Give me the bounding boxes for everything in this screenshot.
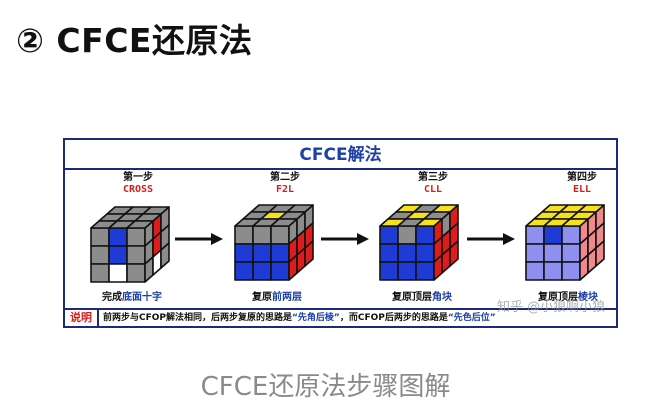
step-3-name: 第三步 bbox=[418, 172, 448, 183]
step-3-caption: 复原顶层角块 bbox=[352, 288, 492, 303]
diagram-title: CFCE解法 bbox=[65, 140, 616, 170]
step-3-caption-plain: 复原顶层 bbox=[392, 292, 432, 303]
step-2-caption-highlight: 前两层 bbox=[272, 292, 302, 303]
step-1-caption-plain: 完成 bbox=[102, 292, 122, 303]
step-3-label: 第三步 CLL bbox=[378, 172, 488, 196]
note-text-2: ，而CFOP后两步的思路是 bbox=[339, 313, 448, 323]
step-4-caption: 复原顶层棱块 bbox=[498, 288, 638, 303]
arrow-right-icon bbox=[175, 233, 223, 245]
arrow-right-icon bbox=[321, 233, 369, 245]
arrow-right-icon bbox=[467, 233, 515, 245]
step-2-label: 第二步 F2L bbox=[230, 172, 340, 196]
cube-ell bbox=[525, 204, 605, 281]
note-highlight-2: “先色后位” bbox=[447, 313, 496, 323]
footer-caption: CFCE还原法步骤图解 bbox=[200, 372, 451, 402]
cube-cll bbox=[379, 204, 459, 281]
step-1-caption-highlight: 底面十字 bbox=[122, 292, 162, 303]
step-1-method: CROSS bbox=[122, 184, 154, 195]
note-text-1: 前两步与CFOP解法相同，后两步复原的思路是 bbox=[103, 313, 293, 323]
step-1-caption: 完成底面十字 bbox=[62, 288, 202, 303]
cube-f2l bbox=[234, 204, 314, 281]
step-4-method: ELL bbox=[572, 184, 592, 195]
note-bar: 说明前两步与CFOP解法相同，后两步复原的思路是“先角后棱”，而CFOP后两步的… bbox=[65, 308, 616, 326]
step-4-caption-highlight: 棱块 bbox=[578, 292, 598, 303]
step-2-caption-plain: 复原 bbox=[252, 292, 272, 303]
step-4-label: 第四步 ELL bbox=[527, 172, 637, 196]
step-1-label: 第一步 CROSS bbox=[83, 172, 193, 196]
step-3-caption-highlight: 角块 bbox=[432, 292, 452, 303]
cfce-diagram-card: CFCE解法 第一步 CROSS 第二步 F2L 第三步 CLL 第四步 ELL… bbox=[63, 138, 618, 328]
step-4-name: 第四步 bbox=[567, 172, 597, 183]
step-1-name: 第一步 bbox=[123, 172, 153, 183]
cube-cross bbox=[90, 206, 170, 283]
note-highlight-1: “先角后棱” bbox=[292, 313, 340, 323]
step-4-caption-plain: 复原顶层 bbox=[538, 292, 578, 303]
note-text: 前两步与CFOP解法相同，后两步复原的思路是“先角后棱”，而CFOP后两步的思路… bbox=[99, 313, 496, 323]
step-2-name: 第二步 bbox=[270, 172, 300, 183]
step-3-method: CLL bbox=[423, 184, 443, 195]
step-2-caption: 复原前两层 bbox=[207, 288, 347, 303]
note-label: 说明 bbox=[65, 310, 99, 326]
page-heading: ② CFCE还原法 bbox=[16, 21, 253, 60]
step-2-method: F2L bbox=[275, 184, 295, 195]
watermark: 知乎 @小狼啊小狼 bbox=[497, 300, 606, 315]
